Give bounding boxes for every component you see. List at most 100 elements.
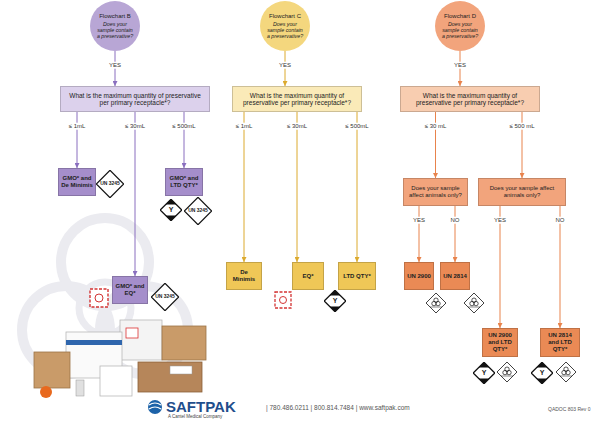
diamond-shape [184,197,211,224]
node-text: Y [531,369,553,377]
eq-border [90,289,108,307]
flow-arrow [77,112,78,168]
flow-arrow [455,206,456,262]
branch-label: ≤ 500 mL [509,123,536,130]
logo-tagline: A Cantel Medical Company [168,415,222,420]
flow-arrow [500,206,501,328]
node-text: GMO* and De Minimis [61,175,93,189]
node-text: UN 2900 and LTD QTY* [485,332,515,353]
branch-label: NO [450,217,461,224]
node-subtext: Does your sample contain a preservative? [96,21,134,39]
node-text: UN 2900 [407,273,431,280]
result-box: EQ* [292,262,324,290]
limited-quantity-mark: Y [160,199,182,221]
mark-cap [166,199,177,204]
flow-arrow [419,206,420,262]
limited-quantity-mark: Y [473,362,495,384]
mark-cap [330,307,341,312]
branch-label: ≤ 500mL [344,123,369,130]
node-text: Does your sample affect animals only? [483,185,561,199]
result-box: GMO* and EQ* [112,276,148,304]
flow-arrow [357,112,358,262]
node-text: Y [473,369,495,377]
eq-symbol [95,294,103,302]
result-box: GMO* and De Minimis [58,168,96,196]
question-box: What is the maximum quantity of preserva… [60,86,210,112]
node-text: UN 3245 [184,208,212,214]
mark-cap [537,379,548,384]
result-box: De Minimis [226,262,262,290]
node-text: Y [160,206,182,214]
eq-border [275,292,291,308]
infectious-substance-label [426,293,446,313]
node-text: UN 3245 [151,294,179,300]
box-label [170,366,192,374]
diamond-shape [324,290,346,312]
mark-cap [537,362,548,367]
node-text: LTD QTY* [341,273,373,280]
branch-label: YES [493,217,507,224]
node-subtext: Does your sample contain a preservative? [441,21,479,39]
flow-arrow [460,51,461,86]
decision-box: Does your sample affect animals only? [403,178,468,206]
mark-cap [166,216,177,221]
white-box [120,320,162,360]
branch-label: NO [555,217,566,224]
branch-label: YES [278,62,292,69]
logo-icon [148,400,162,414]
logo-wordmark: SAFTPAK [166,399,236,414]
start-circle: Flowchart CDoes your sample contain a pr… [260,1,310,51]
limited-quantity-mark: Y [324,290,346,312]
diamond-shape [531,362,553,384]
node-text: UN 3245 [96,181,124,187]
result-box: GMO* and LTD QTY* [165,168,203,196]
flow-arrow [184,112,185,168]
node-text: GMO* and LTD QTY* [168,175,200,189]
branch-label: ≤ 30mL [286,123,308,130]
node-text: Does your sample affect animals only? [408,185,463,199]
node-text: UN 2814 [443,273,467,280]
question-box: What is the maximum quantity of preserva… [232,86,362,112]
result-box: UN 2900 [404,262,434,290]
watermark-lobe [61,218,149,306]
document-code: QADOC 803 Rev 0 [548,407,591,412]
branch-label: ≤ 1mL [68,123,87,130]
branch-label: ≤ 30 mL [424,123,448,130]
node-text: Y [324,297,346,305]
sample-tube [76,380,84,396]
white-tub [100,366,132,396]
branch-label: ≤ 1mL [235,123,254,130]
node-text: What is the maximum quantity of preserva… [239,92,355,107]
exempted-quantity-mark [275,292,291,308]
node-text: What is the maximum quantity of preserva… [67,92,203,107]
branch-label: YES [108,62,122,69]
logo-stripe [149,407,161,409]
branch-label: YES [412,217,426,224]
infectious-substance-label [556,362,576,382]
flow-arrow [285,51,286,86]
eq-symbol [280,297,287,304]
node-text: UN 2814 and LTD QTY* [543,332,577,353]
node-text: Flowchart D [441,13,479,20]
un-number-diamond: UN 3245 [184,197,212,225]
result-box: UN 2814 [440,262,470,290]
cardboard-box [34,352,70,388]
branch-label: ≤ 30mL [124,123,146,130]
exempted-quantity-mark [90,289,108,307]
infectious-substance-label [497,362,517,382]
contact-line: | 780.486.0211 | 800.814.7484 | www.saft… [266,405,410,412]
diamond-shape [473,362,495,384]
branch-label: ≤ 500mL [171,123,196,130]
diamond-shape [160,199,182,221]
diamond-shape [96,170,123,197]
cardboard-box [138,362,202,392]
mark-cap [479,379,490,384]
mark-cap [479,362,490,367]
result-box: UN 2814 and LTD QTY* [540,328,580,357]
node-text: What is the maximum quantity of preserva… [407,92,533,107]
branch-label: YES [453,62,467,69]
diamond-shape [151,283,178,310]
node-text: Flowchart C [266,13,304,20]
question-box: What is the maximum quantity of preserva… [400,86,540,112]
